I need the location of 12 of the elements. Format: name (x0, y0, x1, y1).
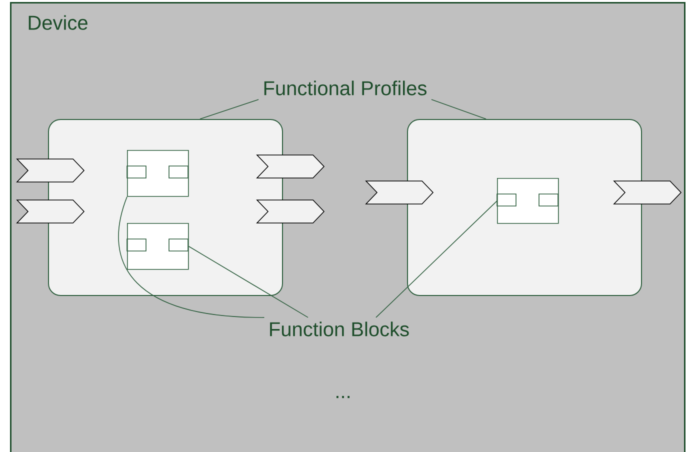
leader-line (188, 246, 308, 318)
ellipsis-label: ... (336, 396, 350, 398)
leader-line (118, 196, 265, 318)
leader-line (431, 99, 486, 120)
function-block (496, 178, 559, 224)
function-block (126, 150, 189, 197)
function-block (126, 223, 189, 270)
profile-box (407, 119, 642, 296)
callout-text: Functional Profiles (264, 80, 426, 96)
leader-line (200, 99, 259, 120)
callout-text: Function Blocks (270, 322, 409, 336)
leader-line (376, 200, 498, 318)
